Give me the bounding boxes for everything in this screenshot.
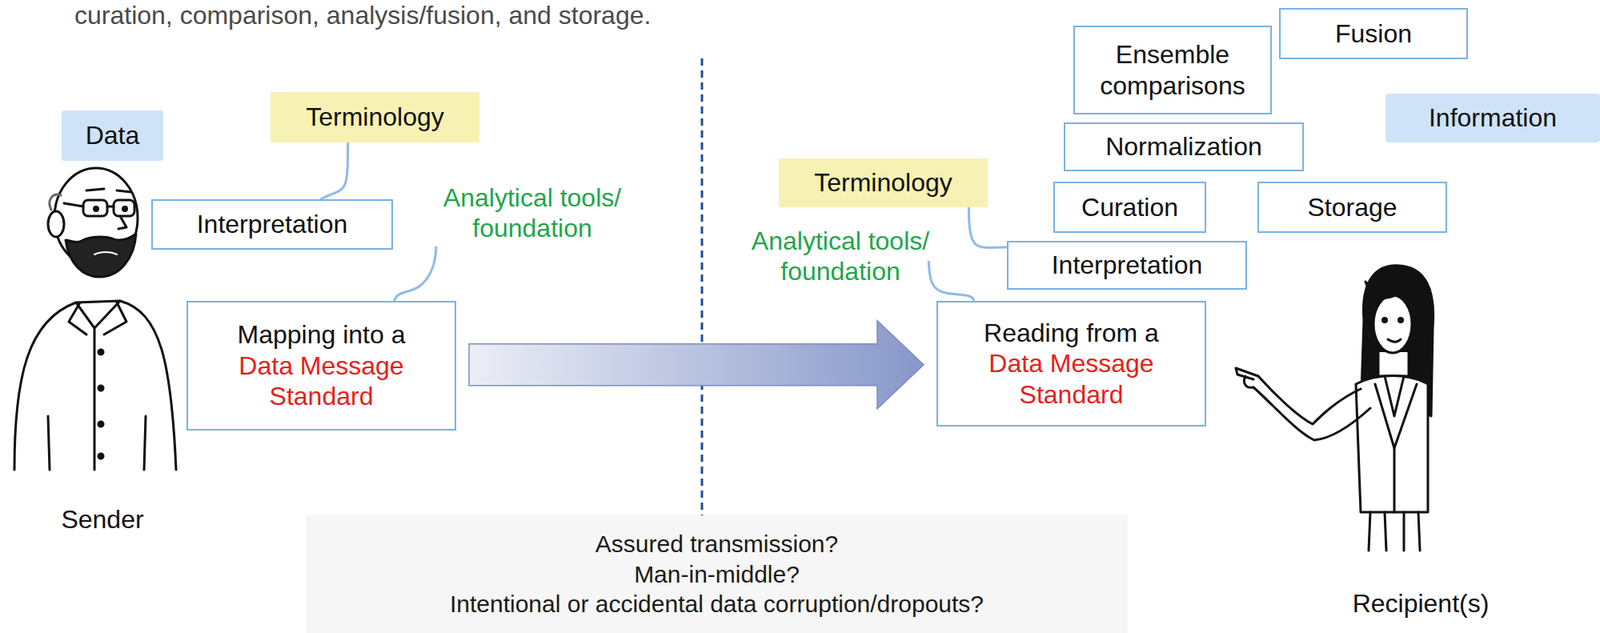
process-box: Ensemble comparisons xyxy=(1073,25,1272,115)
node-text: Terminology xyxy=(305,101,445,133)
information-tag: Information xyxy=(1385,93,1600,143)
node-text: Interpretation xyxy=(196,208,349,240)
tool-label: Analytical tools/ foundation xyxy=(724,225,957,288)
role-label: Recipient(s) xyxy=(1344,588,1497,619)
process-box: Interpretation xyxy=(1006,240,1248,290)
node-text: Normalization xyxy=(1105,131,1263,162)
node-text: Reading from a xyxy=(983,317,1159,349)
node-text: Data Message Standard xyxy=(947,348,1195,410)
leader-line xyxy=(928,260,975,301)
node-text: Man-in-middle? xyxy=(633,559,800,590)
process-box: Storage xyxy=(1257,181,1448,233)
link-curve xyxy=(969,207,1007,249)
node-text: Intentional or accidental data corruptio… xyxy=(449,589,984,620)
process-box: Reading from aData Message Standard xyxy=(936,300,1207,427)
node-text: Mapping into a xyxy=(237,319,406,350)
role-label: Sender xyxy=(46,504,159,535)
process-box: Interpretation xyxy=(151,199,393,250)
flow-arrow xyxy=(469,320,924,410)
node-text: Curation xyxy=(1081,192,1179,223)
node-text: Assured transmission? xyxy=(595,529,839,560)
recipient-figure xyxy=(1235,265,1434,551)
terminology-box: Terminology xyxy=(778,158,988,208)
node-text: Information xyxy=(1428,102,1557,133)
node-text: Ensemble comparisons xyxy=(1084,39,1261,101)
node-text: Data xyxy=(85,120,141,151)
node-text: Fusion xyxy=(1335,18,1412,49)
tool-label: Analytical tools/ foundation xyxy=(412,182,653,245)
data-tag: Data xyxy=(61,110,164,161)
terminology-box: Terminology xyxy=(270,92,480,143)
risk-panel: Assured transmission?Man-in-middle?Inten… xyxy=(305,515,1128,633)
process-box: Normalization xyxy=(1063,122,1304,172)
process-box: Curation xyxy=(1053,181,1207,233)
link-curve xyxy=(320,142,348,200)
node-text: Terminology xyxy=(814,167,953,198)
caption-fragment: curation, comparison, analysis/fusion, a… xyxy=(74,0,795,31)
node-text: Interpretation xyxy=(1051,249,1204,281)
node-text: Storage xyxy=(1307,192,1397,223)
leader-line xyxy=(393,246,437,301)
node-text: Data Message Standard xyxy=(197,350,446,413)
process-box: Mapping into aData Message Standard xyxy=(186,300,457,431)
process-box: Fusion xyxy=(1279,8,1468,60)
